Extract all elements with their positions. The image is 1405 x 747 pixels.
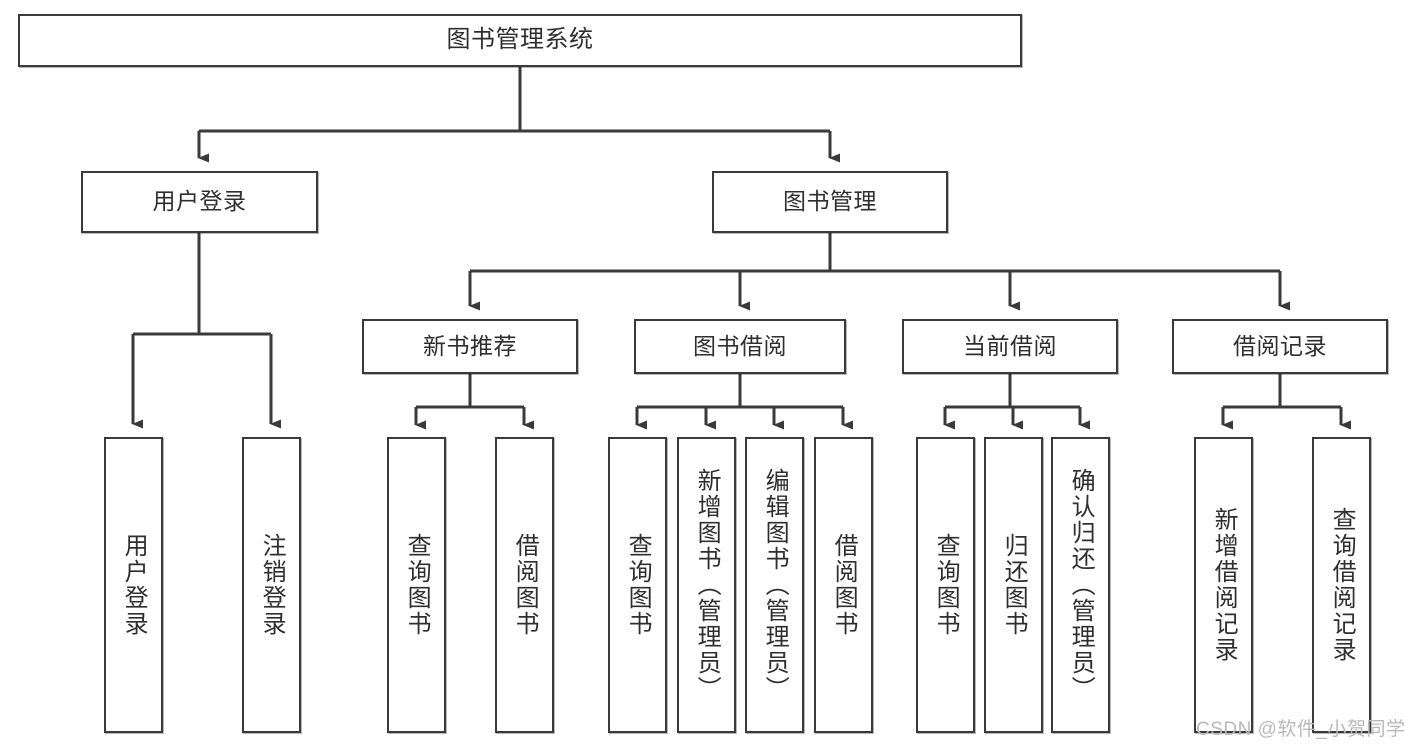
node-label: 确认归还（管理员） bbox=[1067, 468, 1095, 702]
node-book-borrow[interactable]: 图书借阅 bbox=[634, 319, 846, 374]
leaf-query-borrow-record[interactable]: 查询借阅记录 bbox=[1312, 437, 1371, 733]
leaf-query-book-current[interactable]: 查询图书 bbox=[916, 437, 975, 733]
leaf-query-book-recommend[interactable]: 查询图书 bbox=[387, 437, 446, 733]
node-label: 借阅图书 bbox=[830, 533, 858, 637]
leaf-add-borrow-record[interactable]: 新增借阅记录 bbox=[1194, 437, 1253, 733]
leaf-edit-book-admin[interactable]: 编辑图书（管理员） bbox=[745, 437, 804, 733]
leaf-user-login[interactable]: 用户登录 bbox=[104, 437, 163, 733]
node-label: 借阅图书 bbox=[511, 533, 539, 637]
node-label: 图书借阅 bbox=[693, 332, 787, 359]
node-label: 图书管理系统 bbox=[446, 26, 594, 54]
node-label: 借阅记录 bbox=[1233, 332, 1327, 359]
node-label: 查询图书 bbox=[932, 533, 960, 637]
leaf-return-book[interactable]: 归还图书 bbox=[984, 437, 1043, 733]
node-label: 查询图书 bbox=[403, 533, 431, 637]
leaf-query-book-borrow[interactable]: 查询图书 bbox=[608, 437, 667, 733]
node-new-book-recommend[interactable]: 新书推荐 bbox=[362, 319, 578, 374]
node-label: 当前借阅 bbox=[963, 332, 1057, 359]
leaf-borrow-book-recommend[interactable]: 借阅图书 bbox=[495, 437, 554, 733]
leaf-borrow-book[interactable]: 借阅图书 bbox=[814, 437, 873, 733]
node-label: 图书管理 bbox=[783, 188, 877, 215]
leaf-confirm-return-admin[interactable]: 确认归还（管理员） bbox=[1051, 437, 1110, 733]
node-label: 编辑图书（管理员） bbox=[761, 468, 789, 702]
csdn-watermark: CSDN @软件_小贺同学 bbox=[1196, 719, 1405, 740]
node-root-book-management-system[interactable]: 图书管理系统 bbox=[18, 14, 1022, 67]
node-label: 注销登录 bbox=[258, 533, 286, 637]
leaf-logout[interactable]: 注销登录 bbox=[242, 437, 301, 733]
node-label: 归还图书 bbox=[1000, 533, 1028, 637]
node-current-borrow[interactable]: 当前借阅 bbox=[902, 319, 1118, 374]
leaf-add-book-admin[interactable]: 新增图书（管理员） bbox=[677, 437, 736, 733]
node-label: 新增图书（管理员） bbox=[693, 468, 721, 702]
node-book-management[interactable]: 图书管理 bbox=[712, 171, 948, 233]
node-borrow-record[interactable]: 借阅记录 bbox=[1172, 319, 1388, 374]
node-label: 查询借阅记录 bbox=[1328, 507, 1356, 663]
node-label: 新书推荐 bbox=[423, 332, 517, 359]
node-label: 新增借阅记录 bbox=[1210, 507, 1238, 663]
node-label: 用户登录 bbox=[152, 188, 247, 215]
node-label: 用户登录 bbox=[120, 533, 148, 637]
node-label: 查询图书 bbox=[624, 533, 652, 637]
node-user-login[interactable]: 用户登录 bbox=[81, 171, 318, 233]
